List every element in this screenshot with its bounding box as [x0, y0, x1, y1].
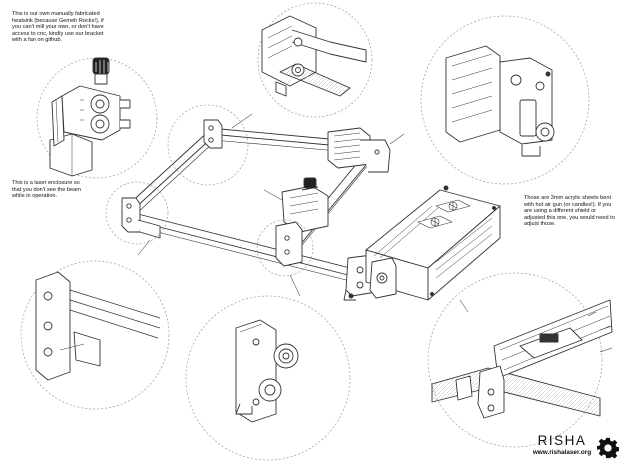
callout-top-right-carriage — [257, 2, 373, 118]
callout-corner-detail — [20, 260, 170, 410]
callout-front-left-corner — [105, 181, 169, 245]
callout-electronics — [427, 272, 603, 448]
callout-motor-block — [420, 15, 590, 185]
gear-icon — [597, 437, 619, 459]
annotation-acrylic-sheets: Those are 3mm acrylic sheets bent with h… — [524, 195, 615, 228]
brand-name: RISHA — [537, 433, 587, 448]
detail-wheel-block — [235, 319, 299, 423]
brand-block: RISHA www.rishalaser.org — [527, 433, 597, 456]
callout-circles — [20, 2, 603, 461]
main-frame-assembly — [121, 119, 501, 301]
detail-motor-block — [445, 45, 555, 157]
callout-heatsink — [36, 57, 158, 179]
annotation-heatsink: This is our own manually fabricated heat… — [12, 11, 104, 44]
callout-back-left-corner — [167, 104, 249, 186]
detail-heatsink — [49, 57, 131, 177]
callout-gantry-end — [256, 219, 314, 277]
leader-lines — [137, 113, 469, 313]
detail-top-carriage — [261, 15, 367, 97]
brand-url: www.rishalaser.org — [532, 449, 592, 456]
callout-wheel-block — [185, 295, 351, 461]
detail-corner — [35, 271, 161, 381]
detail-electronics — [431, 299, 613, 419]
annotation-enclosure: This is a laser enclosure so that you do… — [12, 180, 81, 200]
